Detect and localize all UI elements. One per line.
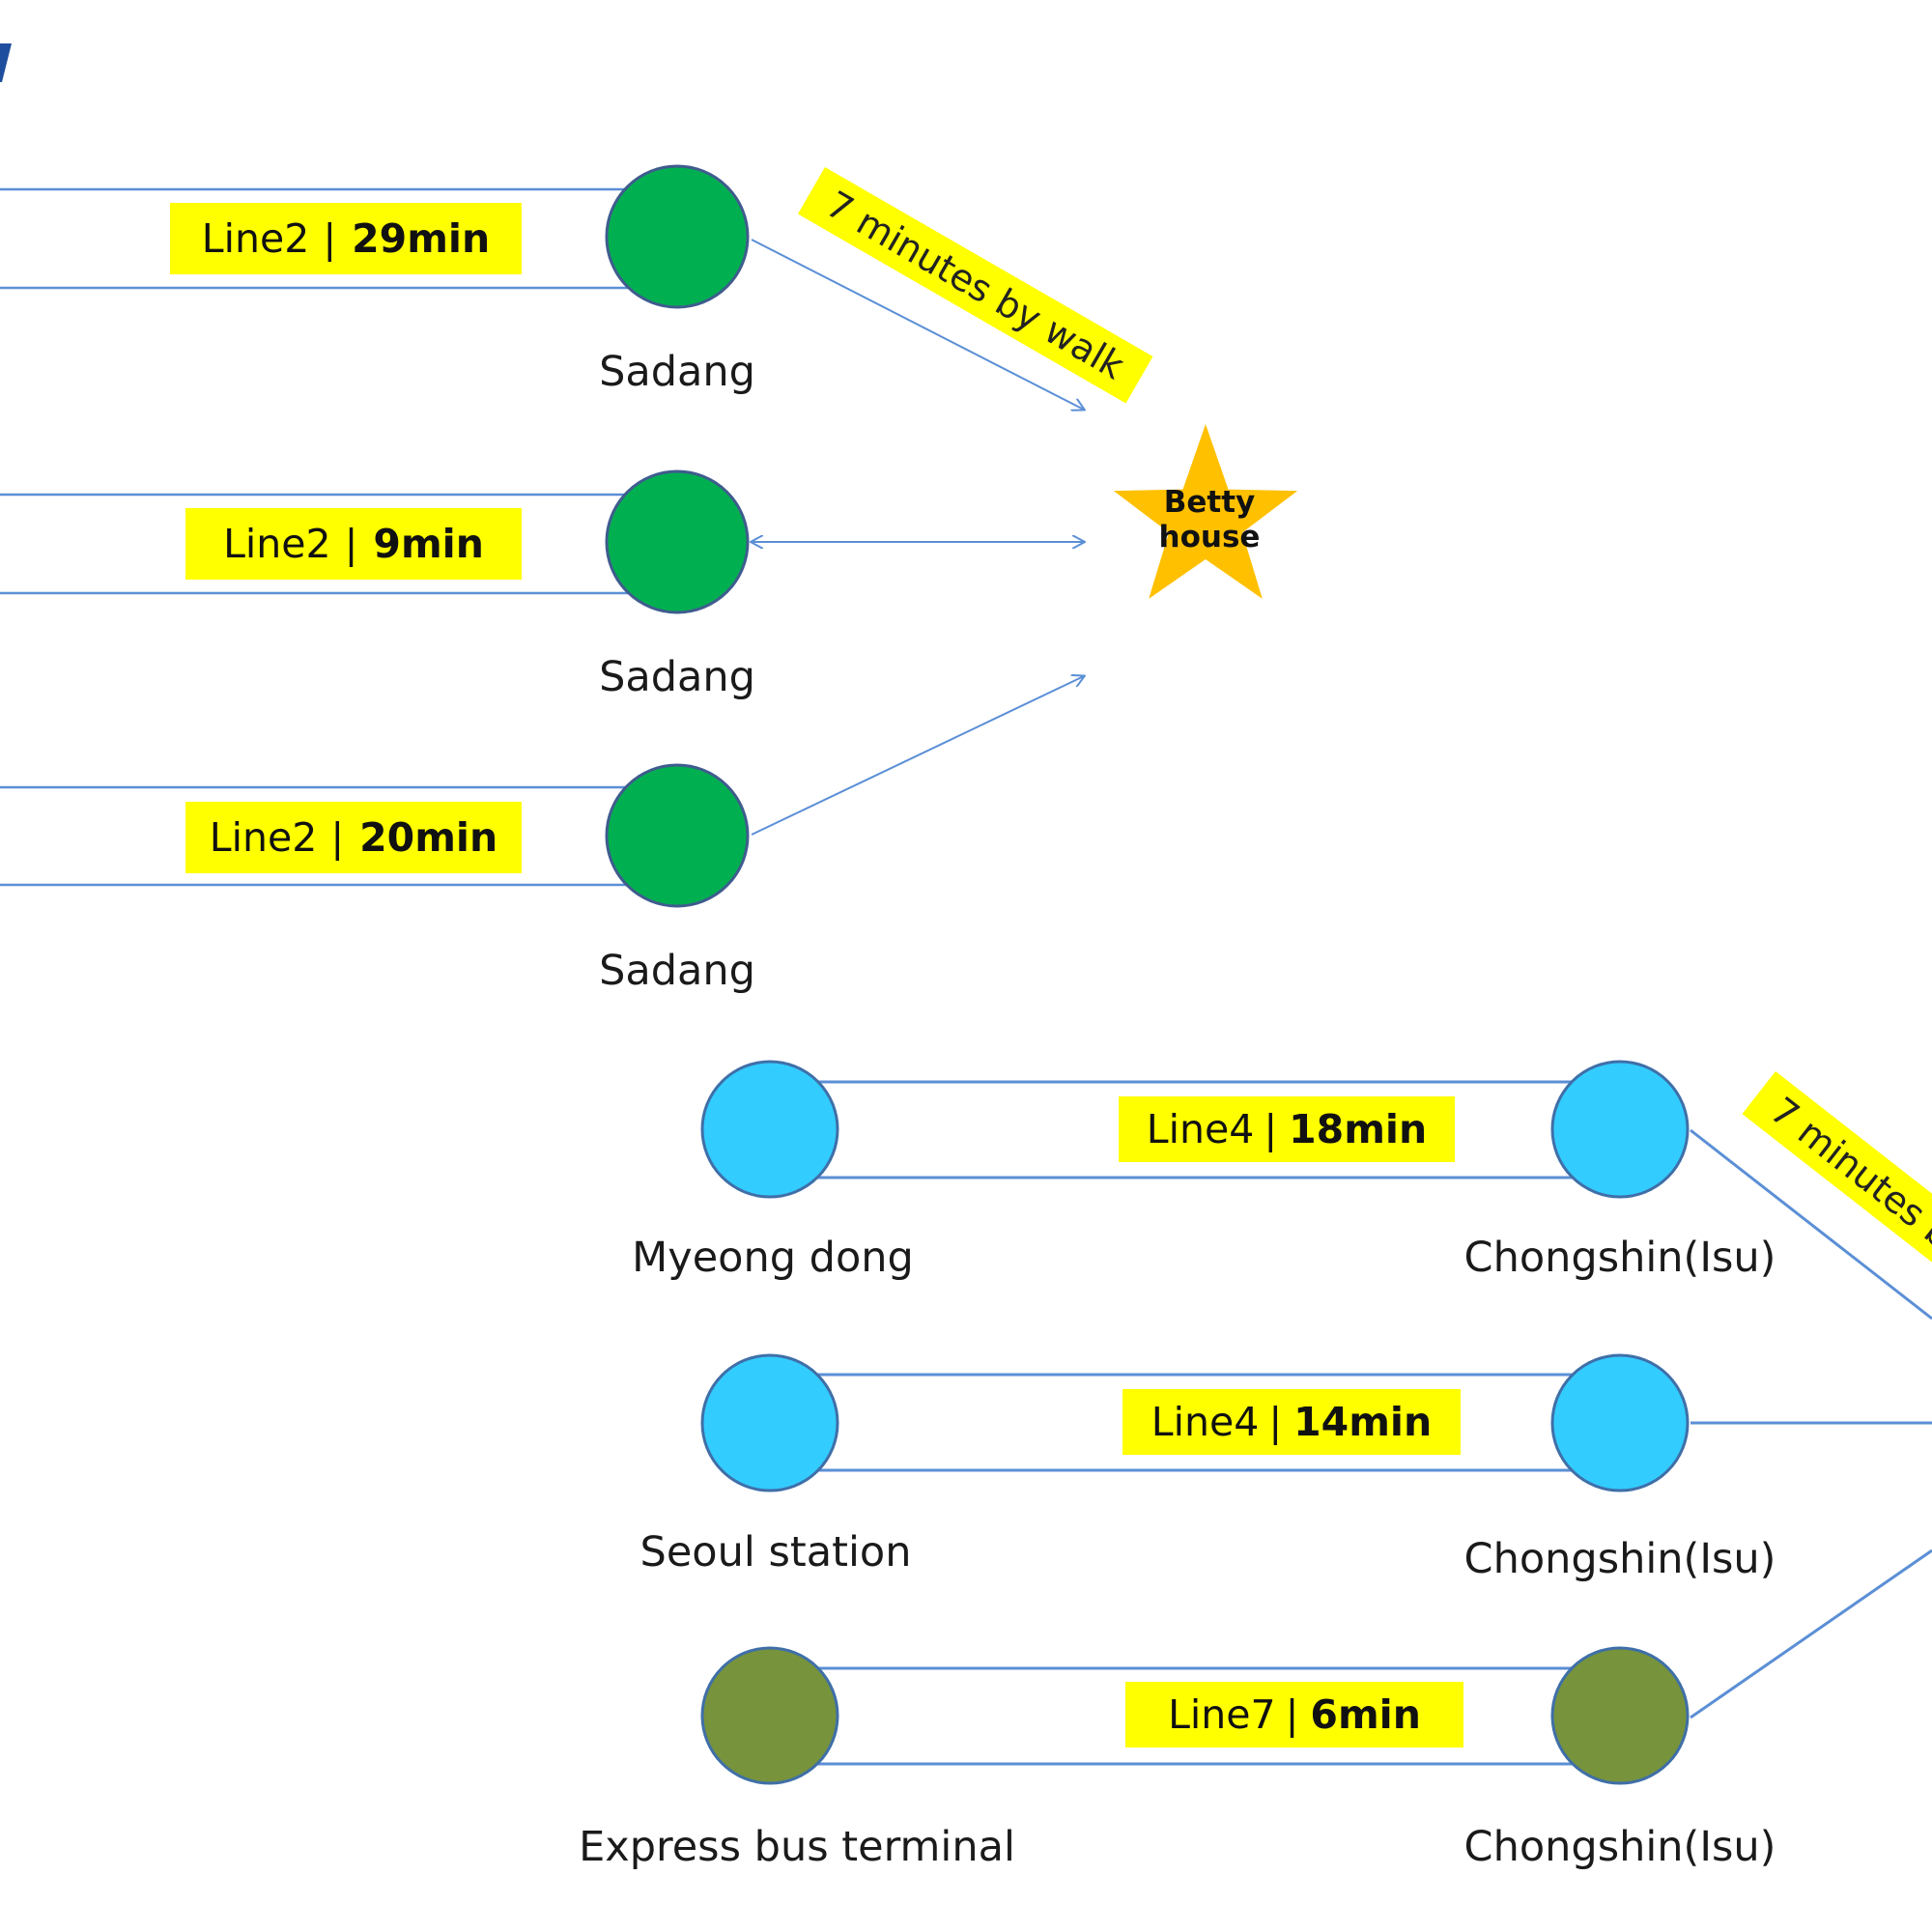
route-1-badge: Line2 | 29min [170, 203, 522, 274]
station-sadang-1 [605, 164, 750, 309]
connector-4 [1690, 1128, 1932, 1321]
station-label-chongshin-3: Chongshin(Isu) [1463, 1823, 1776, 1871]
route-3-badge: Line2 | 20min [185, 802, 522, 873]
route-6-sep: | [1285, 1691, 1299, 1738]
station-express-bus-terminal [700, 1646, 839, 1785]
route-6-badge: Line7 | 6min [1125, 1682, 1463, 1747]
destination-label-line1: Betty [1163, 485, 1256, 520]
title-fragment [0, 43, 12, 82]
route-1-line: Line2 [201, 215, 310, 262]
destination-label: Betty house [1158, 485, 1261, 554]
station-label-seoul-station: Seoul station [639, 1528, 912, 1577]
route-3-sep: | [330, 814, 345, 861]
destination-label-line2: house [1158, 519, 1261, 554]
walk-arrow-3 [751, 676, 1084, 836]
station-myeong-dong [700, 1060, 839, 1199]
route-5-time: 14min [1293, 1399, 1433, 1445]
route-6-line: Line7 [1168, 1691, 1276, 1738]
station-seoul [700, 1353, 839, 1492]
station-label-sadang-1: Sadang [599, 348, 755, 396]
station-chongshin-2 [1550, 1353, 1690, 1492]
route-3-time: 20min [359, 814, 498, 861]
station-label-chongshin-2: Chongshin(Isu) [1463, 1535, 1776, 1583]
station-chongshin-1 [1550, 1060, 1690, 1199]
route-1-time: 29min [352, 215, 491, 262]
route-2-badge: Line2 | 9min [185, 508, 522, 580]
station-label-express-bus-terminal: Express bus terminal [579, 1823, 1015, 1871]
route-4-sep: | [1264, 1106, 1278, 1152]
route-5-line: Line4 [1151, 1399, 1260, 1445]
station-label-sadang-3: Sadang [599, 947, 755, 995]
route-1-sep: | [323, 215, 337, 262]
connector-6 [1690, 1548, 1932, 1719]
route-3-line: Line2 [209, 814, 318, 861]
station-sadang-3 [605, 763, 750, 908]
route-2-line: Line2 [223, 521, 331, 567]
route-5-badge: Line4 | 14min [1122, 1389, 1461, 1455]
station-label-myeong-dong: Myeong dong [632, 1234, 914, 1282]
destination-star-icon [1113, 424, 1298, 599]
route-4-badge: Line4 | 18min [1119, 1096, 1455, 1162]
route-4-line: Line4 [1146, 1106, 1255, 1152]
station-sadang-2 [605, 469, 750, 614]
station-chongshin-3 [1550, 1646, 1690, 1785]
route-6-time: 6min [1310, 1691, 1421, 1738]
route-5-sep: | [1268, 1399, 1283, 1445]
route-2-time: 9min [373, 521, 484, 567]
route-2-sep: | [344, 521, 358, 567]
station-label-sadang-2: Sadang [599, 653, 755, 701]
station-label-chongshin-1: Chongshin(Isu) [1463, 1234, 1776, 1282]
walk-arrow-1 [751, 239, 1084, 410]
route-4-time: 18min [1289, 1106, 1428, 1152]
